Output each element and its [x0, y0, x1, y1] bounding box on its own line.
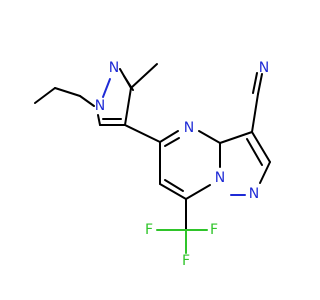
atom-n-pyrimidine: N — [184, 120, 194, 136]
bond-c5-n1 — [97, 114, 101, 126]
bond-ethyl-ch2 — [54, 87, 81, 97]
bond-n4-c3a — [198, 130, 221, 144]
bond-nitrile-1 — [251, 93, 259, 133]
bond-ethyl-ch3 — [34, 87, 56, 104]
atom-n-pyrazole-2: N — [109, 60, 119, 76]
bond-c7-c6-double — [164, 179, 184, 192]
atom-f-left: F — [145, 222, 153, 238]
atom-f-right: F — [210, 222, 218, 238]
bond-c7-c6 — [159, 183, 187, 200]
atom-n-nitrile: N — [259, 60, 269, 76]
bond-link — [124, 124, 161, 143]
bond-n8-c7 — [185, 184, 211, 200]
bond-methyl — [130, 63, 158, 89]
bond-c3-c4 — [124, 87, 132, 126]
bond-c3-c2-double — [246, 138, 263, 166]
bond-nitrile-3 — [252, 72, 258, 94]
bond-c3-c2 — [251, 131, 271, 163]
molecule-structure: N N N N N N F F F — [34, 60, 271, 269]
bond-c5pym-n4-double — [164, 137, 180, 147]
bond-n1-n2 — [102, 78, 111, 98]
bond-c5pym-n4 — [159, 130, 179, 143]
bond-c3a-c3 — [219, 131, 253, 144]
bond-c2-n1 — [259, 161, 271, 184]
atom-n-bridgehead: N — [215, 170, 225, 186]
atom-f-bottom: F — [182, 253, 190, 269]
bond-ethyl-n1 — [79, 95, 95, 107]
bond-nitrile-2 — [257, 73, 263, 95]
atom-n-pyrazole-1: N — [95, 98, 105, 114]
atom-n-pyrazole-fused: N — [249, 186, 259, 202]
